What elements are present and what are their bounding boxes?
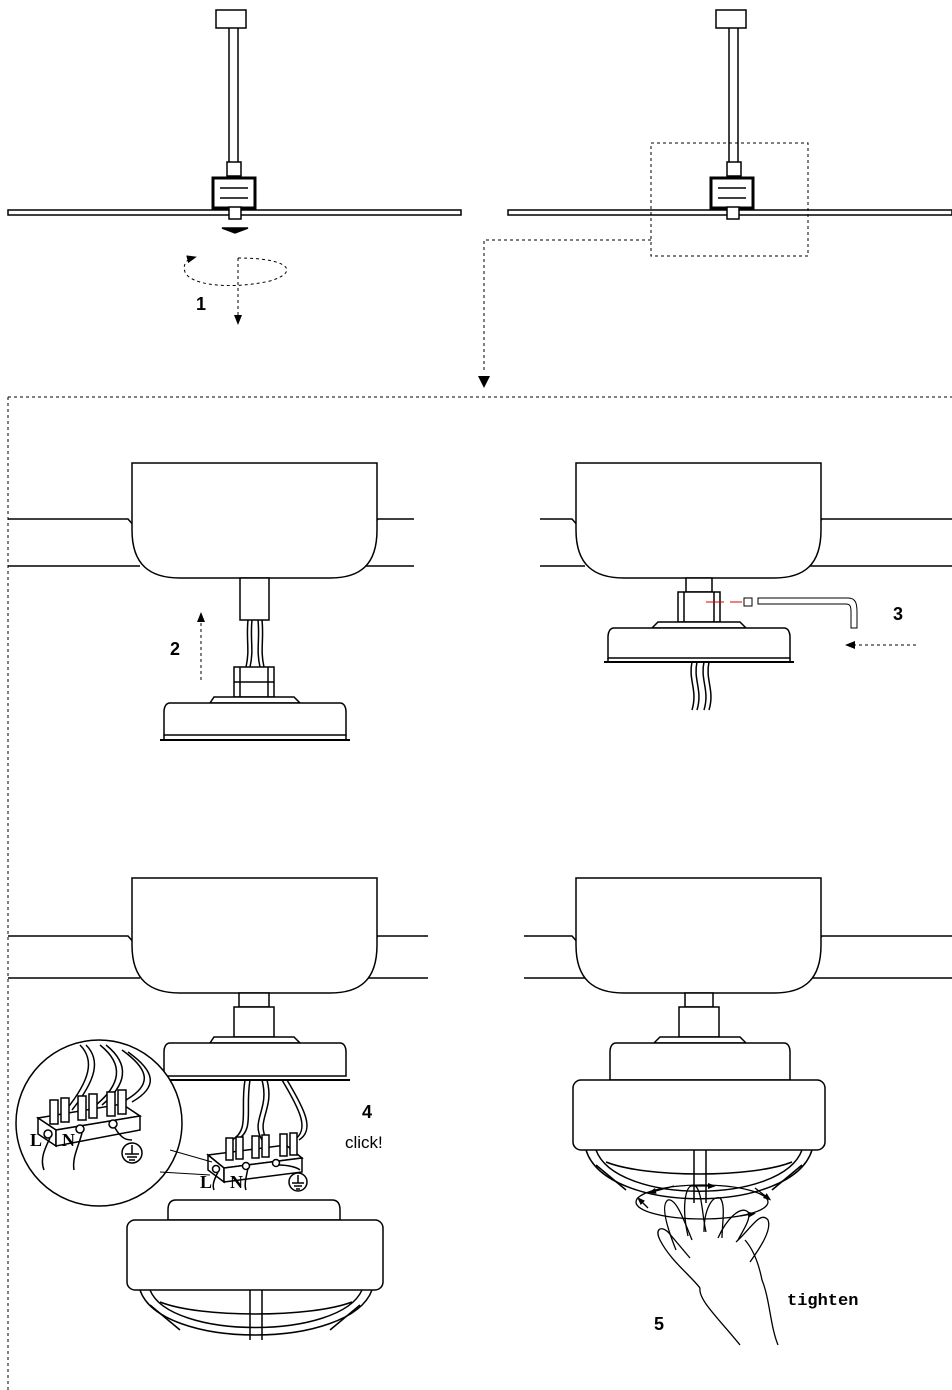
terminal-neutral-label-magnified: N <box>62 1130 75 1150</box>
step-3-label: 3 <box>893 604 903 624</box>
detail-frame <box>7 396 952 1390</box>
panel-step-3 <box>540 462 952 711</box>
zoom-indicator <box>483 142 809 372</box>
panel-step-2 <box>8 462 414 741</box>
step-1-label: 1 <box>196 294 206 314</box>
fan-top-right <box>507 9 952 220</box>
terminal-neutral-label: N <box>230 1172 243 1192</box>
terminal-live-label-magnified: L <box>30 1130 42 1150</box>
tighten-label: tighten <box>787 1292 858 1311</box>
step-4-label: 4 <box>362 1102 372 1122</box>
rotate-arrow-step-1 <box>183 255 288 325</box>
fan-top-left <box>7 9 462 234</box>
panel-step-5 <box>524 877 952 1203</box>
wiring-magnifier <box>15 1039 213 1207</box>
zoom-arrow-icon <box>478 376 490 388</box>
panel-step-4 <box>8 877 428 1340</box>
click-label: click! <box>345 1133 383 1152</box>
step-2-label: 2 <box>170 639 180 659</box>
rotate-arrow-step-5 <box>635 1183 772 1220</box>
step-5-label: 5 <box>654 1314 664 1334</box>
terminal-live-label: L <box>200 1172 212 1192</box>
hand-icon <box>657 1184 779 1346</box>
